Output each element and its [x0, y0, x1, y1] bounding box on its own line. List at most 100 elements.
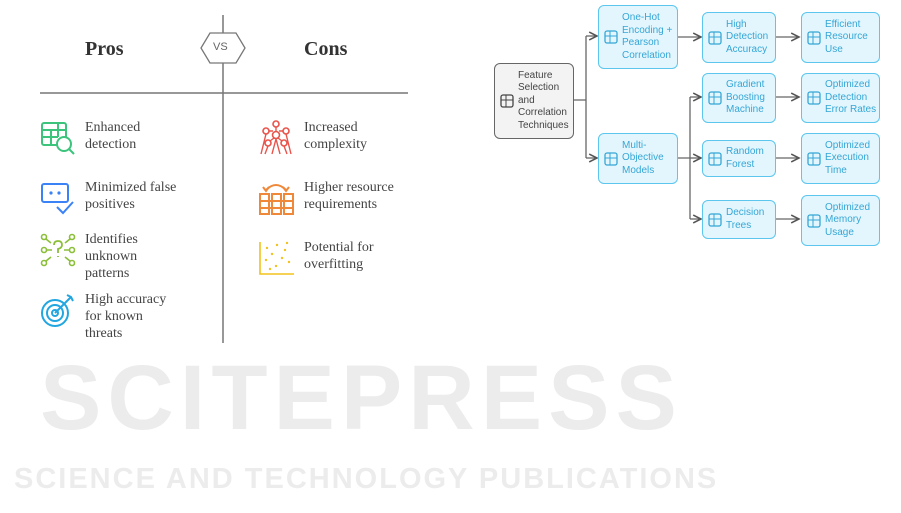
node-label-line: Optimized — [825, 139, 871, 151]
feature-selection-icon — [499, 93, 515, 109]
pros-item-line: Identifies — [85, 232, 138, 247]
cons-item-line: overfitting — [304, 257, 364, 272]
cons-item-line: complexity — [304, 137, 367, 152]
cons-title: Cons — [304, 38, 348, 60]
pros-item-line: threats — [85, 326, 123, 341]
pros-item-line: unknown — [85, 249, 138, 264]
pros-item-line: detection — [85, 137, 137, 152]
cons-item-line: Higher resource — [304, 180, 394, 195]
pros-item: Identifies unknown patterns — [85, 231, 138, 282]
one-hot-encoding-icon — [603, 29, 619, 45]
pros-item-line: patterns — [85, 266, 130, 281]
comparison-dividers — [40, 15, 408, 343]
node-label-line: Objective — [622, 152, 664, 164]
pros-item-line: Enhanced — [85, 120, 141, 135]
node-label-line: Detection — [726, 31, 769, 43]
node-label-line: Optimized — [825, 201, 871, 213]
node-label-line: Random — [726, 146, 764, 157]
cons-item-line: requirements — [304, 197, 378, 212]
node-label-line: and — [518, 94, 535, 106]
gradient-boosting-icon — [707, 90, 723, 106]
pros-item-line: Minimized false — [85, 180, 177, 195]
node-label-line: Multi- — [622, 139, 647, 151]
cons-item: Higher resource requirements — [304, 179, 394, 213]
random-forest-icon — [707, 151, 723, 167]
target-arrow-icon — [40, 292, 76, 328]
node-label-line: Selection — [518, 82, 560, 94]
optimized-memory-icon — [806, 213, 822, 229]
cons-item-line: Increased — [304, 120, 358, 135]
node-label-line: Correlation — [518, 107, 567, 119]
node-label-line: Models — [622, 164, 655, 176]
optimized-error-rates-icon — [806, 90, 822, 106]
cons-item-line: Potential for — [304, 240, 374, 255]
chat-check-icon — [40, 180, 76, 216]
node-label-line: Accuracy — [726, 43, 768, 55]
node-label-line: Gradient — [726, 79, 765, 91]
node-label-line: Error Rates — [825, 104, 877, 116]
pros-item: High accuracy for known threats — [85, 291, 166, 342]
multi-objective-icon — [603, 151, 619, 167]
node-label-line: Use — [825, 43, 843, 55]
cons-item: Potential for overfitting — [304, 239, 374, 273]
node-label-line: Detection — [825, 91, 868, 103]
node-label-line: Decision — [726, 207, 765, 218]
node-label-line: Memory — [825, 214, 862, 226]
node-label-line: Resource — [825, 31, 868, 43]
pros-item-line: positives — [85, 197, 135, 212]
high-detection-icon — [707, 30, 723, 46]
node-label-line: Optimized — [825, 79, 871, 91]
network-complexity-icon — [258, 120, 294, 156]
optimized-execution-icon — [806, 151, 822, 167]
scatter-plot-icon — [258, 240, 294, 276]
pros-item-line: for known — [85, 309, 143, 324]
table-search-icon — [40, 120, 76, 156]
node-label-line: Time — [825, 164, 847, 176]
node-label-line: One-Hot — [622, 12, 660, 23]
node-label-line: Boosting — [726, 91, 765, 103]
resource-columns-icon — [258, 180, 294, 216]
pros-item: Minimized false positives — [85, 179, 176, 213]
node-label-line: Trees — [726, 219, 752, 231]
node-label-line: Feature — [518, 69, 553, 81]
node-label-line: Correlation — [622, 49, 671, 61]
node-label-line: Techniques — [518, 119, 569, 131]
node-label-line: Encoding + — [622, 24, 673, 36]
node-label-line: Usage — [825, 226, 854, 238]
node-label-line: Forest — [726, 158, 755, 170]
pros-title: Pros — [85, 38, 124, 60]
pattern-question-icon — [40, 232, 76, 268]
vs-badge: VS — [213, 41, 228, 53]
flow-connectors — [573, 0, 901, 260]
node-label-line: Efficient — [825, 18, 861, 30]
node-label-line: High — [726, 18, 747, 30]
node-label-line: Pearson — [622, 37, 660, 48]
watermark-main: SCITEPRESS — [40, 347, 683, 449]
pros-item-line: High accuracy — [85, 292, 167, 307]
efficient-resource-icon — [806, 30, 822, 46]
cons-item: Increased complexity — [304, 119, 367, 153]
